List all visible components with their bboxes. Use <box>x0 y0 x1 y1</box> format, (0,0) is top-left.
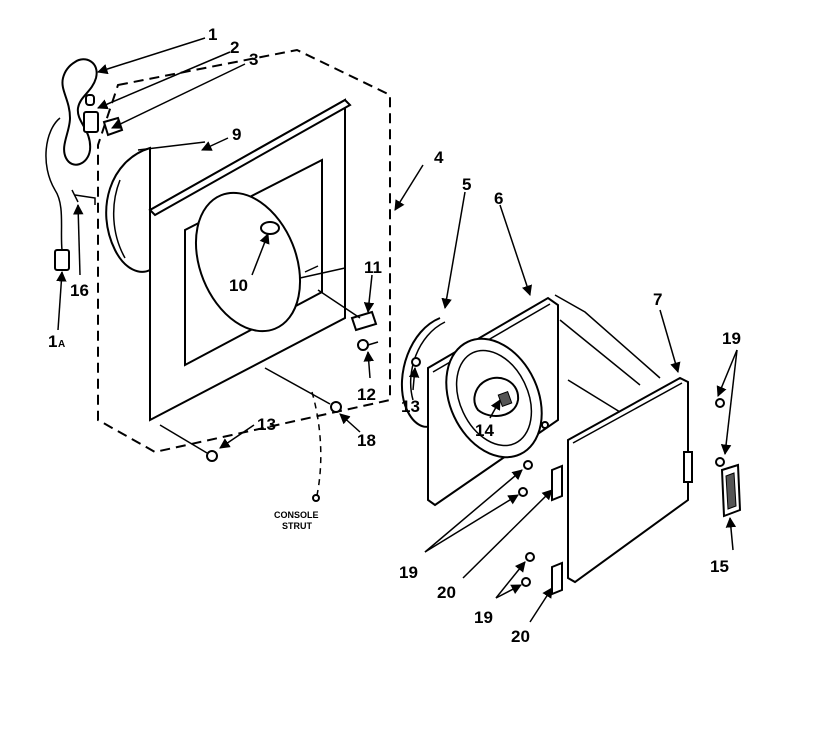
outer-door-part-7 <box>554 294 693 584</box>
callout-16: 16 <box>70 281 89 300</box>
callout-20b: 20 <box>511 627 530 646</box>
callout-19a: 19 <box>399 563 418 582</box>
callout-15: 15 <box>710 557 729 576</box>
callout-5: 5 <box>462 175 471 194</box>
door-handle-part-15 <box>720 463 742 518</box>
screws-part-19c <box>715 398 725 467</box>
console-strut-label-line2: STRUT <box>282 521 312 531</box>
clip-part-3 <box>102 116 124 137</box>
drum-seal-part-9 <box>105 141 206 273</box>
callout-19b: 19 <box>474 608 493 627</box>
screw-part-12 <box>357 339 379 351</box>
callout-labels: 1 2 3 9 4 5 6 7 10 11 12 13 14 16 1 A 13… <box>48 25 741 646</box>
callout-10: 10 <box>229 276 248 295</box>
latch-bracket-part-11 <box>317 289 378 332</box>
light-cord-assembly <box>45 117 96 271</box>
callout-3: 3 <box>249 50 258 69</box>
callout-18: 18 <box>357 431 376 450</box>
hinge-part-20b <box>551 561 563 596</box>
callout-20a: 20 <box>437 583 456 602</box>
callout-9: 9 <box>232 125 241 144</box>
callout-13b: 13 <box>401 397 420 416</box>
callout-14: 14 <box>475 421 494 440</box>
lamp-cover-part-1 <box>61 58 98 166</box>
clip-part-2 <box>83 94 99 133</box>
inner-door-part-6 <box>427 296 559 507</box>
screws-part-19b <box>521 552 535 587</box>
screw-part-18 <box>264 367 342 413</box>
front-panel <box>148 98 352 422</box>
callout-1a-suffix: A <box>58 339 65 350</box>
screw-part-13b <box>411 357 421 367</box>
screws-part-19a <box>518 460 533 497</box>
callout-1a-number: 1 <box>48 332 57 351</box>
hinge-part-20a <box>551 464 563 502</box>
callout-4: 4 <box>434 148 444 167</box>
console-strut-note: CONSOLE STRUT <box>274 510 319 531</box>
callout-1: 1 <box>208 25 217 44</box>
callout-19c: 19 <box>722 329 741 348</box>
callout-7: 7 <box>653 290 662 309</box>
screw-part-13a <box>159 424 218 462</box>
callout-6: 6 <box>494 189 503 208</box>
cabinet-outline-dashed <box>97 48 391 454</box>
callout-12: 12 <box>357 385 376 404</box>
callout-2: 2 <box>230 38 239 57</box>
console-strut-label-line1: CONSOLE <box>274 510 319 520</box>
callout-13a: 13 <box>257 415 276 434</box>
leader-lines <box>56 37 738 623</box>
console-strut <box>311 391 322 502</box>
callout-11: 11 <box>364 258 382 277</box>
